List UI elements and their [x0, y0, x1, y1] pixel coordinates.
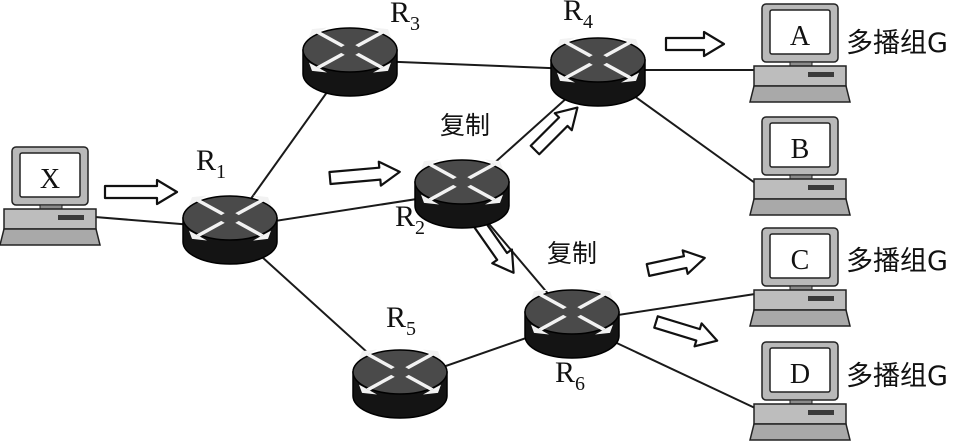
flow-arrow-r6-c — [645, 249, 706, 277]
drive-slot — [808, 72, 834, 77]
router-top — [414, 159, 510, 205]
host-label-c: C — [791, 245, 810, 276]
keyboard — [749, 423, 851, 441]
router-top — [352, 349, 448, 395]
drive-slot — [58, 215, 84, 220]
router-label-r1: R1 — [196, 144, 226, 183]
monitor-screen — [769, 233, 831, 279]
flow-arrow-r6-d — [653, 315, 719, 348]
labels-layer: 复制 复制 多播组G 多播组G 多播组G — [440, 28, 948, 392]
copy-label-r2: 复制 — [440, 111, 490, 140]
host-x: X — [0, 146, 101, 246]
router-r2 — [414, 159, 510, 229]
copy-label-r6: 复制 — [547, 239, 597, 268]
host-label-x: X — [40, 164, 60, 195]
router-label-r3: R3 — [390, 0, 420, 35]
router-label-r2: R2 — [395, 200, 425, 239]
keyboard — [749, 85, 851, 103]
router-arrows-icon — [557, 37, 639, 83]
monitor-screen — [19, 152, 81, 198]
host-d: D — [749, 341, 851, 441]
drive-slot — [808, 296, 834, 301]
router-r3 — [302, 27, 398, 97]
flow-arrow-x-r1 — [103, 178, 179, 206]
host-b: B — [749, 116, 851, 216]
keyboard — [749, 198, 851, 216]
drive-slot — [808, 410, 834, 415]
flow-arrows-layer — [103, 30, 726, 348]
group-label-c: 多播组G — [846, 246, 948, 277]
host-label-a: A — [790, 21, 811, 52]
hosts-layer: X A B C D — [0, 3, 851, 441]
monitor-screen — [769, 9, 831, 55]
flow-arrow-r1-r2 — [328, 160, 401, 187]
group-label-a: 多播组G — [846, 28, 948, 59]
monitor-screen — [769, 347, 831, 393]
flow-arrow-r2-r6 — [471, 217, 515, 274]
group-label-d: 多播组G — [846, 361, 948, 392]
router-label-r4: R4 — [563, 0, 593, 33]
router-r1 — [182, 195, 278, 265]
keyboard — [0, 228, 101, 246]
router-label-r5: R5 — [386, 301, 416, 340]
flow-arrow-r2-r4 — [529, 106, 579, 156]
router-arrows-icon — [359, 349, 441, 395]
router-top — [182, 195, 278, 241]
router-r6 — [524, 289, 620, 359]
router-top — [302, 27, 398, 73]
router-top — [524, 289, 620, 335]
host-c: C — [749, 227, 851, 327]
drive-slot — [808, 185, 834, 190]
router-r4 — [550, 37, 646, 107]
router-top — [550, 37, 646, 83]
router-arrows-icon — [309, 27, 391, 73]
host-a: A — [749, 3, 851, 103]
flow-arrow-r4-a — [664, 30, 726, 58]
router-label-r6: R6 — [555, 356, 585, 395]
router-r5 — [352, 349, 448, 419]
monitor-screen — [769, 122, 831, 168]
host-label-b: B — [791, 134, 810, 165]
host-label-d: D — [790, 359, 810, 390]
router-arrows-icon — [531, 289, 613, 335]
keyboard — [749, 309, 851, 327]
